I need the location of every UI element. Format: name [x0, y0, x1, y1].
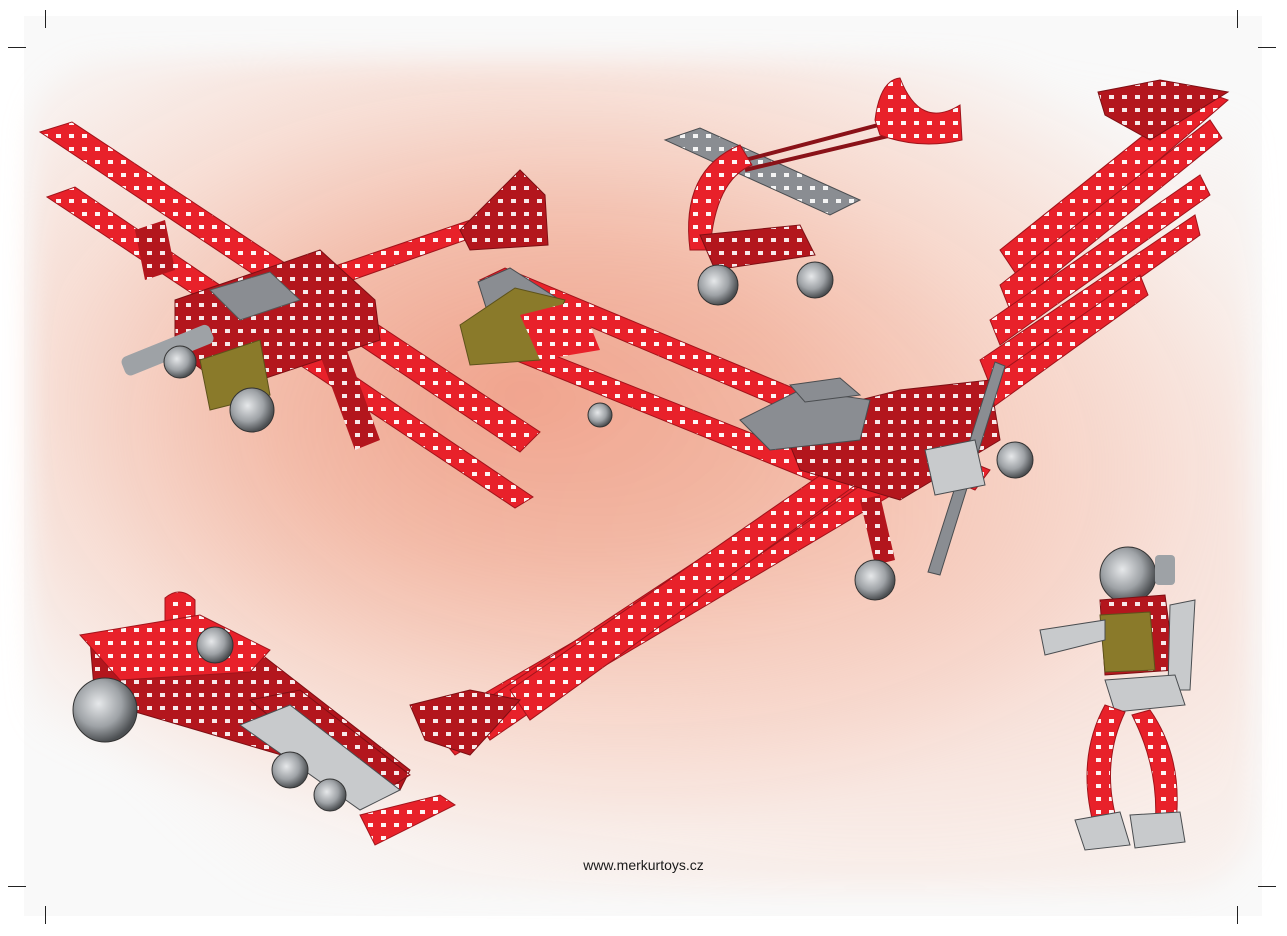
small-plane-model: [663, 77, 963, 306]
website-url: www.merkurtoys.cz: [583, 857, 704, 873]
crop-mark-bottom-left-h: [8, 886, 26, 887]
crop-mark-top-left-v: [45, 10, 46, 28]
crop-mark-top-right-v: [1237, 10, 1238, 28]
crop-mark-bottom-left-v: [45, 906, 46, 924]
background-glow: [30, 60, 1252, 890]
biplane-model: [38, 121, 549, 509]
crop-mark-top-right-h: [1258, 47, 1276, 48]
crop-mark-bottom-right-v: [1237, 906, 1238, 924]
large-plane-model: [409, 79, 1230, 756]
crop-mark-top-left-h: [8, 47, 26, 48]
crop-mark-bottom-right-h: [1258, 886, 1276, 887]
race-car-model: [72, 591, 456, 846]
robot-model: [1039, 546, 1196, 851]
